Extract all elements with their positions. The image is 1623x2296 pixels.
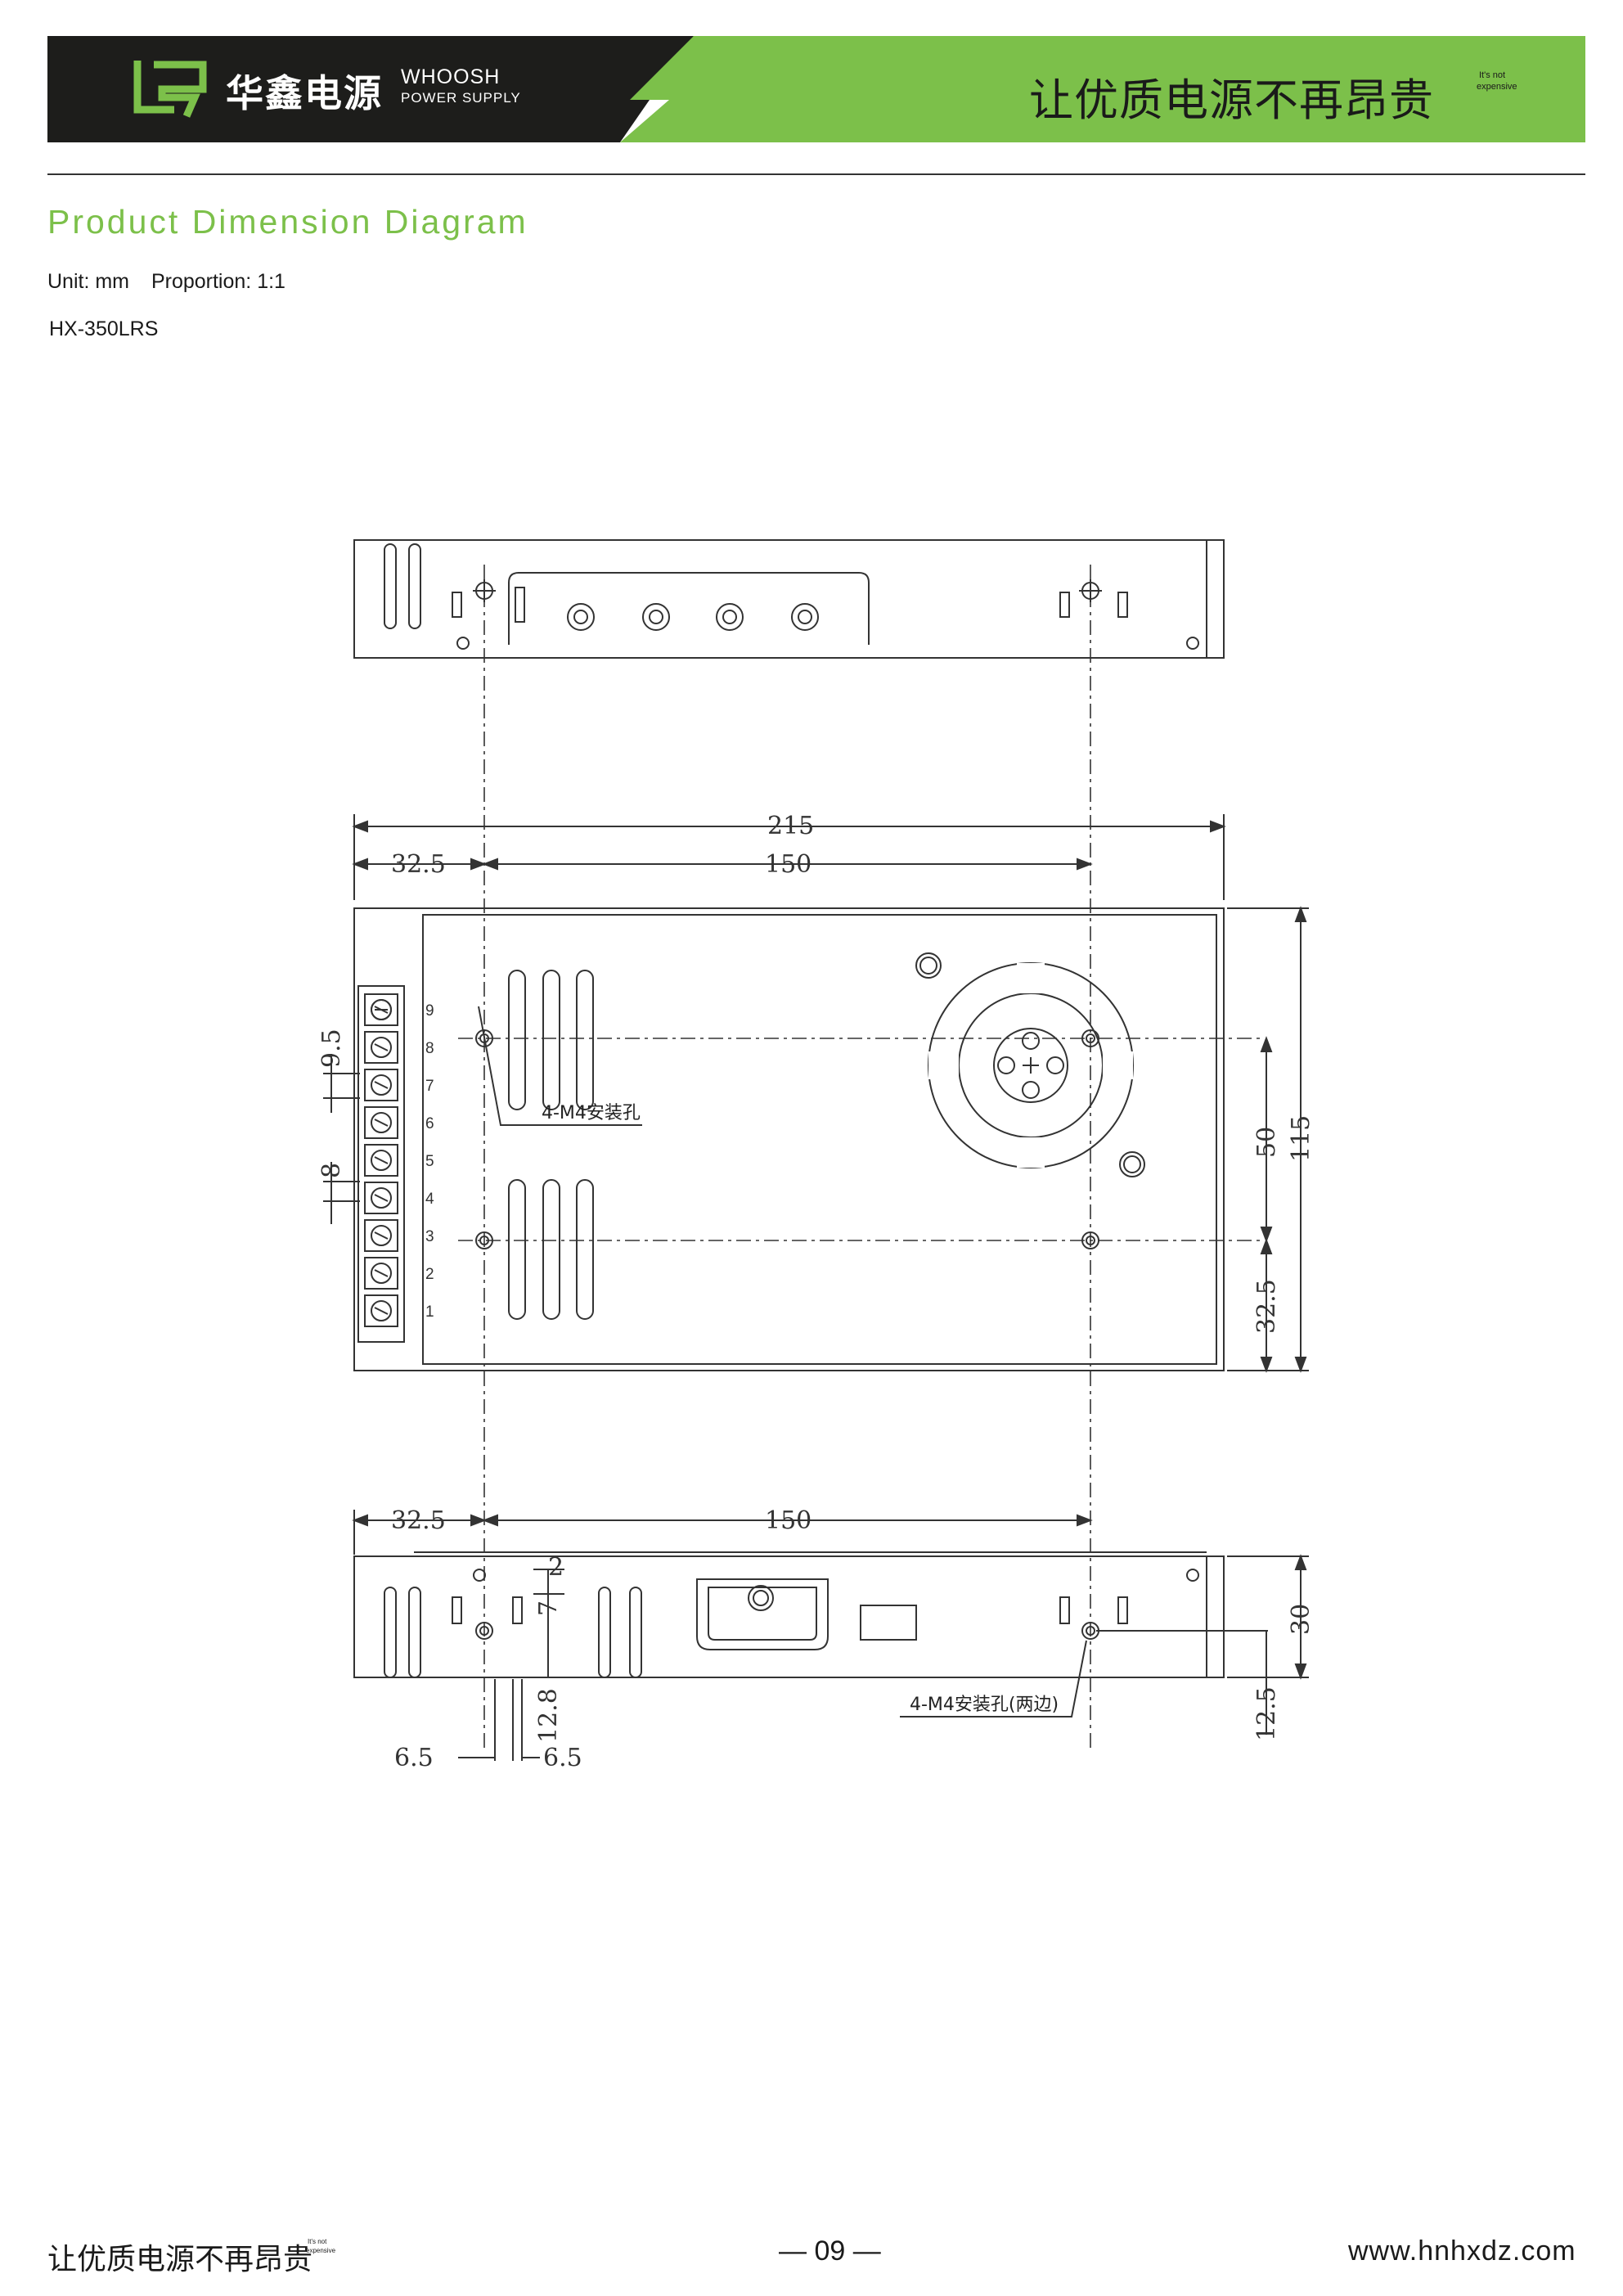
top-vent — [408, 543, 421, 629]
pin-number: 1 — [425, 1303, 434, 1321]
model-number: HX-350LRS — [49, 317, 159, 340]
pin-number: 5 — [425, 1153, 434, 1170]
pin-number: 4 — [425, 1191, 434, 1208]
dim-6-5-right: 6.5 — [543, 1744, 582, 1772]
front-view — [323, 814, 1309, 1373]
unit-label: Unit: mm — [47, 270, 129, 293]
note-front-holes: 4-M4安装孔 — [542, 1103, 641, 1123]
pin-number: 6 — [425, 1115, 434, 1132]
front-mount-holes — [475, 1029, 1099, 1249]
top-slot — [1117, 592, 1128, 618]
terminal-screws — [364, 993, 398, 1327]
dim-6-5-left: 6.5 — [394, 1744, 434, 1772]
header-dark-band — [47, 36, 694, 142]
footer-slogan-tag-2: expensive — [306, 2247, 336, 2254]
dim-8: 8 — [317, 1163, 346, 1178]
page-number: — 09 — — [779, 2235, 881, 2267]
pin-number: 9 — [425, 1002, 434, 1020]
side-outline — [353, 1555, 1225, 1678]
side-hole-leader — [900, 1640, 1087, 1717]
dim-32-5-top: 32.5 — [391, 850, 446, 879]
side-view — [352, 1510, 1309, 1761]
top-slot — [452, 592, 462, 618]
fan-grille-icon — [915, 952, 1145, 1177]
dim-115: 115 — [1287, 1115, 1315, 1162]
pin-number: 3 — [425, 1228, 434, 1245]
header-slogan-tag-2: expensive — [1477, 82, 1517, 92]
terminal-block — [357, 985, 405, 1343]
dim-50: 50 — [1252, 1127, 1281, 1158]
dim-150-top: 150 — [765, 850, 812, 879]
front-hole-leader — [478, 1006, 642, 1126]
header-green-band — [620, 36, 1585, 142]
dim-150-side: 150 — [765, 1506, 812, 1535]
dim-12-5: 12.5 — [1252, 1686, 1281, 1741]
website-link[interactable]: www.hnhxdz.com — [1348, 2235, 1576, 2267]
brand-logo-icon — [133, 61, 207, 118]
dim-2: 2 — [548, 1553, 564, 1582]
unit-proportion-line: Unit: mm Proportion: 1:1 — [47, 270, 302, 294]
dim-32-5-side: 32.5 — [391, 1506, 446, 1535]
dim-7: 7 — [534, 1600, 563, 1616]
dim-32-5-right: 32.5 — [1252, 1279, 1281, 1334]
dim-215: 215 — [767, 812, 814, 840]
header-slogan-tag-1: It's not — [1479, 70, 1506, 80]
dim-30: 30 — [1287, 1604, 1315, 1635]
page-header: 华鑫电源 WHOOSH POWER SUPPLY 让优质电源不再昂贵 It's … — [47, 36, 1585, 142]
brand-name-cn: 华鑫电源 — [226, 71, 383, 115]
header-banner — [47, 36, 1585, 142]
terminal-cover — [508, 572, 870, 645]
top-vent — [384, 543, 397, 629]
dim-9-5: 9.5 — [317, 1029, 346, 1068]
pin-number: 8 — [425, 1040, 434, 1057]
front-outline — [353, 907, 1225, 1371]
brand-name-en: WHOOSH — [401, 65, 501, 88]
dim-12-8: 12.8 — [534, 1688, 563, 1743]
header-slogan: 让优质电源不再昂贵 — [1029, 74, 1434, 126]
footer-slogan: 让优质电源不再昂贵 — [47, 2243, 313, 2276]
top-view-outline — [353, 539, 1225, 659]
proportion-label: Proportion: 1:1 — [151, 270, 285, 293]
section-title: Product Dimension Diagram — [47, 203, 528, 241]
footer-slogan-tag-1: It's not — [308, 2238, 327, 2245]
brand-subtitle-en: POWER SUPPLY — [401, 90, 521, 106]
pin-number: 2 — [425, 1266, 434, 1283]
top-slot — [1059, 592, 1070, 618]
header-divider — [47, 173, 1585, 175]
pin-number: 7 — [425, 1078, 434, 1095]
note-side-holes: 4-M4安装孔(两边) — [910, 1695, 1059, 1715]
